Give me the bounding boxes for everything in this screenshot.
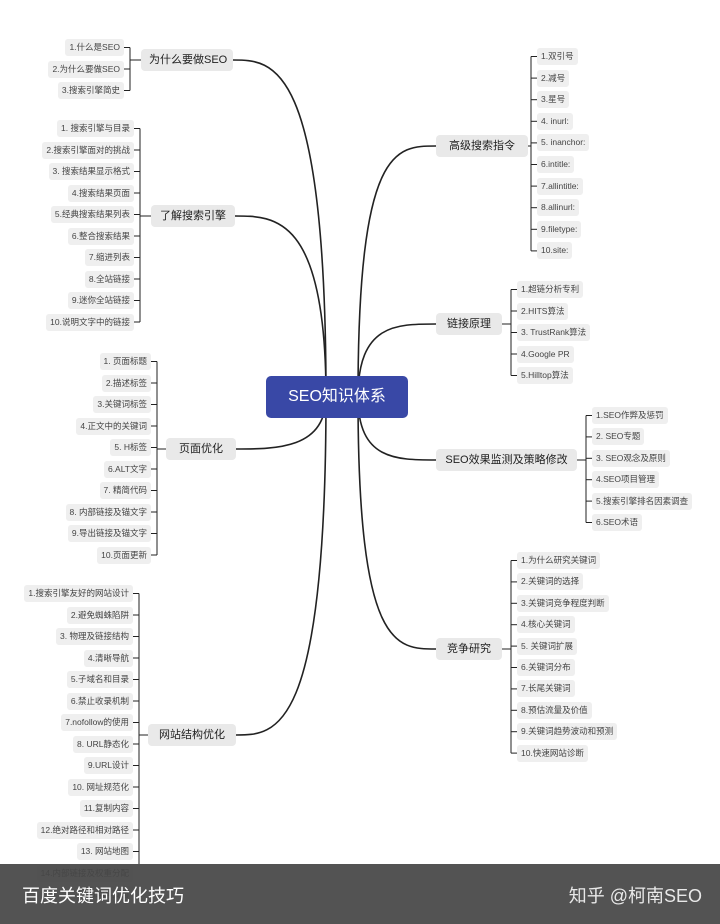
leaf-node: 11.复制内容 xyxy=(79,800,133,817)
connector-line xyxy=(357,396,437,650)
leaf-node: 10. 网址规范化 xyxy=(68,778,133,796)
connector-line xyxy=(357,145,437,398)
leaf-node: 1. 搜索引擎与目录 xyxy=(57,120,134,137)
leaf-node: 1.双引号 xyxy=(537,48,578,65)
branch-node: 页面优化 xyxy=(166,438,236,460)
leaf-node: 7. 精简代码 xyxy=(99,482,151,499)
leaf-node: 9.导出链接及锚文字 xyxy=(67,525,151,542)
leaf-node: 9.迷你全站链接 xyxy=(67,292,134,309)
caption-title: 百度关键词优化技巧 xyxy=(22,886,184,906)
leaf-node: 7.长尾关键词 xyxy=(517,680,575,698)
leaf-node: 1.SEO作弊及惩罚 xyxy=(592,407,668,424)
connector-line xyxy=(357,323,437,398)
leaf-node: 3.星号 xyxy=(537,91,570,109)
leaf-node: 8. 内部链接及锚文字 xyxy=(65,503,151,521)
leaf-node: 8.全站链接 xyxy=(84,270,134,288)
leaf-node: 5. H标签 xyxy=(110,439,151,456)
leaf-node: 4.搜索结果页面 xyxy=(67,184,134,202)
leaf-node: 10.说明文字中的链接 xyxy=(46,313,134,331)
leaf-node: 13. 网站地图 xyxy=(76,843,133,860)
leaf-node: 1.超链分析专利 xyxy=(517,281,584,298)
leaf-node: 8. URL静态化 xyxy=(73,735,133,753)
leaf-node: 5.Hilltop算法 xyxy=(517,367,573,384)
leaf-node: 6.intitle: xyxy=(537,156,575,173)
leaf-node: 4. inurl: xyxy=(537,112,573,130)
leaf-node: 5.搜索引擎排名因素调查 xyxy=(592,492,693,510)
leaf-node: 2.关键词的选择 xyxy=(517,573,584,591)
leaf-node: 1.为什么研究关键词 xyxy=(517,552,601,569)
leaf-node: 5.子域名和目录 xyxy=(66,671,133,688)
leaf-node: 9.URL设计 xyxy=(83,757,133,774)
leaf-node: 1. 页面标题 xyxy=(99,353,151,370)
caption-bar: 百度关键词优化技巧 知乎 @柯南SEO xyxy=(0,864,720,924)
leaf-node: 2.为什么要做SEO xyxy=(48,60,124,78)
leaf-node: 6.SEO术语 xyxy=(592,514,643,531)
leaf-node: 1.搜索引擎友好的网站设计 xyxy=(24,585,133,602)
leaf-node: 9.filetype: xyxy=(537,220,582,238)
leaf-node: 3. TrustRank算法 xyxy=(517,324,591,341)
leaf-node: 6.ALT文字 xyxy=(103,460,151,478)
leaf-node: 5. inanchor: xyxy=(537,134,590,152)
leaf-node: 4.核心关键词 xyxy=(517,616,575,634)
branch-node: 为什么要做SEO xyxy=(141,49,233,71)
mindmap-connectors xyxy=(124,47,592,864)
leaf-node: 3.搜索引擎简史 xyxy=(57,82,124,99)
leaf-node: 7.缩进列表 xyxy=(84,249,134,266)
leaf-node: 10.site: xyxy=(537,242,573,260)
leaf-node: 8.预估流量及价值 xyxy=(517,701,592,719)
leaf-node: 6.关键词分布 xyxy=(517,659,575,676)
leaf-node: 3. 物理及链接结构 xyxy=(56,628,133,645)
leaf-node: 3.关键词标签 xyxy=(93,396,151,413)
connector-line xyxy=(234,215,327,398)
leaf-node: 9.关键词趋势波动和预测 xyxy=(517,723,618,741)
leaf-node: 3. 搜索结果显示格式 xyxy=(48,163,134,180)
leaf-node: 4.Google PR xyxy=(517,345,574,363)
leaf-node: 2.减号 xyxy=(537,69,570,87)
connector-line xyxy=(232,59,327,398)
leaf-node: 6.禁止收录机制 xyxy=(66,692,133,710)
branch-node: 网站结构优化 xyxy=(148,724,236,746)
leaf-node: 5. 关键词扩展 xyxy=(517,637,577,655)
root-node: SEO知识体系 xyxy=(266,376,408,418)
leaf-node: 4.清晰导航 xyxy=(83,649,133,667)
leaf-node: 2.搜索引擎面对的挑战 xyxy=(42,141,134,159)
leaf-node: 7.nofollow的使用 xyxy=(61,714,133,731)
leaf-node: 2.描述标签 xyxy=(101,374,151,392)
leaf-node: 3. SEO观念及原则 xyxy=(592,449,670,467)
leaf-node: 2. SEO专题 xyxy=(592,428,645,446)
branch-node: 了解搜索引擎 xyxy=(151,205,235,227)
branch-node: 竞争研究 xyxy=(436,638,502,660)
leaf-node: 2.避免蜘蛛陷阱 xyxy=(66,606,133,624)
leaf-node: 6.整合搜索结果 xyxy=(67,227,134,245)
leaf-node: 2.HITS算法 xyxy=(517,302,569,320)
leaf-node: 3.关键词竞争程度判断 xyxy=(517,594,609,612)
branch-node: 高级搜索指令 xyxy=(436,135,528,157)
branch-node: SEO效果监测及策略修改 xyxy=(436,449,577,471)
leaf-node: 7.allintitle: xyxy=(537,177,583,195)
leaf-node: 4.SEO项目管理 xyxy=(592,471,660,489)
leaf-node: 10.页面更新 xyxy=(97,546,151,564)
leaf-node: 1.什么是SEO xyxy=(65,39,124,56)
author-credit: 知乎 @柯南SEO xyxy=(568,886,702,906)
branch-node: 链接原理 xyxy=(436,313,502,335)
leaf-node: 12.绝对路径和相对路径 xyxy=(36,821,133,839)
leaf-node: 5.经典搜索结果列表 xyxy=(50,206,134,223)
leaf-node: 8.allinurl: xyxy=(537,199,580,217)
connector-line xyxy=(235,396,327,736)
leaf-node: 4.正文中的关键词 xyxy=(76,417,151,435)
leaf-node: 10.快速网站诊断 xyxy=(517,744,588,762)
